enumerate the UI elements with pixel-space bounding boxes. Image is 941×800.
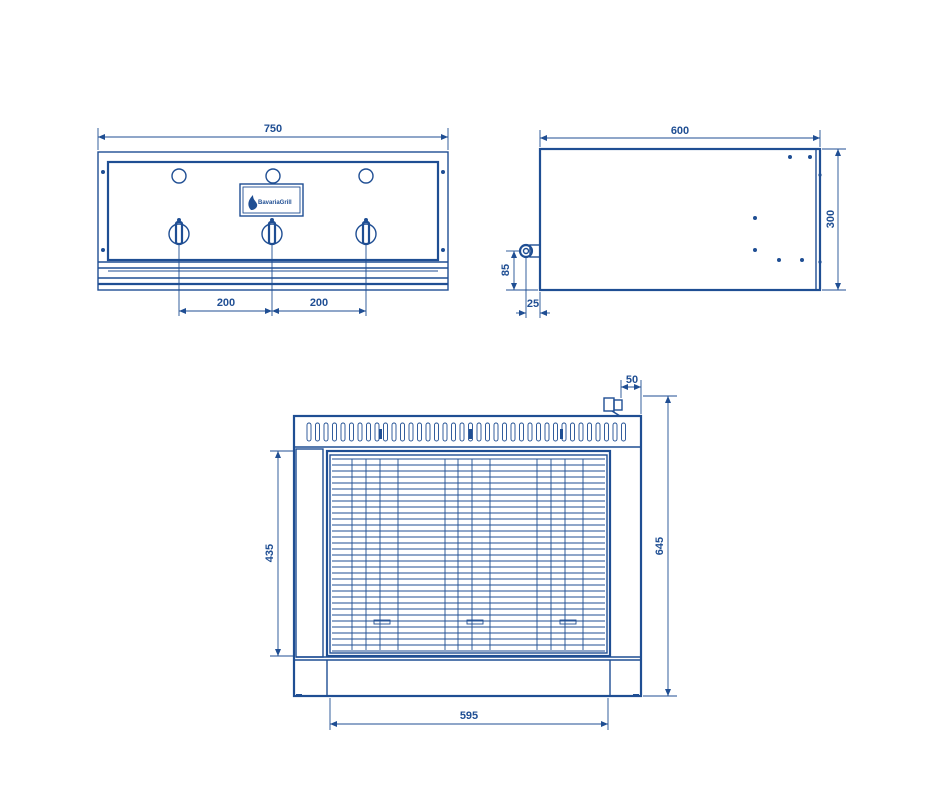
dim-top-grill-depth: 435: [264, 544, 276, 562]
vent-slot: [400, 422, 405, 442]
grill-bars: [332, 458, 605, 652]
vent-slot: [485, 422, 490, 442]
front-view: BavariaGrill 750 200 200: [97, 123, 449, 316]
pilot-hole-2: [265, 168, 281, 184]
vent-slot: [383, 422, 388, 442]
burner-port: [559, 619, 577, 625]
vent-slot: [612, 422, 618, 442]
vent-marker: [560, 429, 563, 439]
vent-slot: [425, 422, 431, 442]
vent-slot: [468, 422, 473, 442]
dim-top-total-depth: 645: [654, 537, 666, 555]
vent-slot: [476, 422, 482, 442]
vent-slots: [306, 422, 626, 442]
vent-slot: [578, 422, 584, 442]
dim-connector-offset: 25: [527, 298, 539, 310]
vent-slot: [408, 422, 414, 442]
flame-icon: [248, 195, 258, 210]
vent-slot: [519, 422, 524, 442]
vent-slot: [536, 422, 541, 442]
dim-side-height: 300: [825, 210, 837, 228]
vent-slot: [366, 422, 371, 442]
side-view: 600 300 85 25: [500, 125, 846, 318]
gas-connector: [518, 243, 541, 259]
dim-front-width: 750: [264, 123, 282, 135]
logo-plate: BavariaGrill: [239, 183, 304, 217]
vent-slot: [357, 422, 363, 442]
top-gas-connector: [603, 397, 623, 417]
dim-side-depth: 600: [671, 125, 689, 137]
dim-connector-height: 85: [500, 264, 512, 276]
dim-knob-spacing-left: 200: [217, 297, 235, 309]
top-view: 50 645 435 595: [264, 374, 677, 730]
vent-slot: [323, 422, 329, 442]
logo-text: BavariaGrill: [258, 200, 292, 206]
vent-slot: [544, 422, 550, 442]
knob-1: [168, 218, 190, 246]
pilot-hole-3: [358, 168, 374, 184]
vent-marker: [379, 429, 382, 439]
grill-verticals: [351, 459, 584, 650]
vent-slot: [442, 422, 448, 442]
vent-slot: [391, 422, 397, 442]
vent-slot: [417, 422, 422, 442]
vent-slot: [553, 422, 558, 442]
vent-slot: [374, 422, 380, 442]
dim-knob-spacing-right: 200: [310, 297, 328, 309]
vent-slot: [502, 422, 507, 442]
vent-slot: [570, 422, 575, 442]
vent-marker: [469, 429, 472, 439]
knob-3: [355, 218, 377, 246]
vent-slot: [459, 422, 465, 442]
vent-slot: [434, 422, 439, 442]
vent-slot: [451, 422, 456, 442]
vent-slot: [621, 422, 626, 442]
vent-slot: [306, 422, 312, 442]
pilot-hole-1: [171, 168, 187, 184]
vent-slot: [510, 422, 516, 442]
vent-slot: [527, 422, 533, 442]
dim-top-grill-width: 595: [460, 710, 478, 722]
vent-slot: [315, 422, 320, 442]
burner-port: [373, 619, 391, 625]
vent-slot: [587, 422, 592, 442]
vent-slot: [340, 422, 346, 442]
vent-slot: [349, 422, 354, 442]
vent-slot: [332, 422, 337, 442]
burner-port: [466, 619, 484, 625]
vent-slot: [595, 422, 601, 442]
vent-slot: [604, 422, 609, 442]
dim-top-connector: 50: [626, 374, 638, 386]
knob-2: [261, 218, 283, 246]
vent-slot: [493, 422, 499, 442]
